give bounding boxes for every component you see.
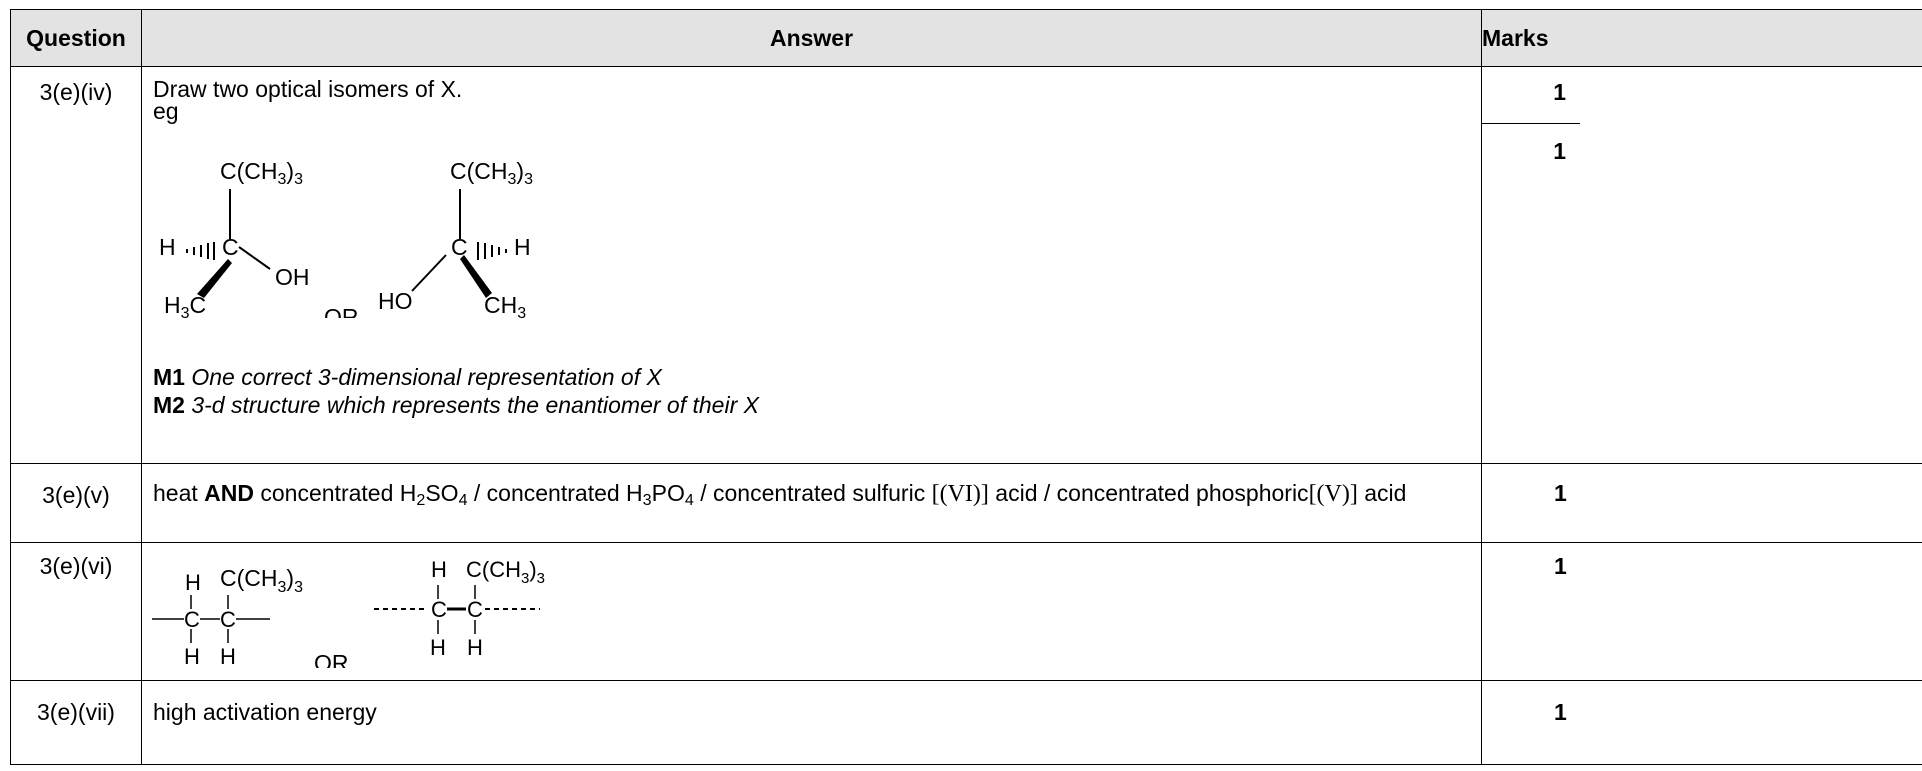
right-h-label: H [514, 234, 531, 260]
bond-line [238, 246, 271, 270]
m1-label: M1 [153, 364, 185, 390]
right-center-c: C [451, 234, 468, 260]
substituent-group: C(CH3)3 [466, 557, 545, 587]
marks-cell: 1 [1481, 463, 1922, 543]
marks-cell: 1 1 [1481, 66, 1922, 464]
subscript: 3 [642, 491, 652, 509]
polymer-repeat-unit-structures: H C(CH3)3 C C H H OR H C(CH [152, 557, 545, 668]
right-ch3-label: CH3 [484, 292, 526, 318]
answer-cell: Draw two optical isomers of X. eg C(CH3)… [141, 66, 1482, 464]
atom-h: H [467, 635, 483, 660]
or-label: OR [324, 304, 359, 318]
question-header: Question [10, 9, 142, 67]
eg-label: eg [153, 98, 179, 124]
question-cell: 3(e)(v) [10, 463, 142, 543]
subscript: 4 [458, 491, 468, 509]
isomer-left: C(CH3)3 H C OH H3C [159, 158, 310, 318]
answer-cell: H C(CH3)3 C C H H OR H C(CH [141, 542, 1482, 681]
marks-header-label: Marks [1482, 24, 1549, 51]
answer-text: concentrated H [254, 480, 417, 506]
header-row: Question Answer Marks [10, 9, 1922, 67]
atom-h: H [184, 644, 200, 668]
atom-h: H [430, 635, 446, 660]
optical-isomer-structures: C(CH3)3 H C OH H3C OR C(CH3)3 [159, 158, 533, 318]
answer-and: AND [204, 480, 254, 506]
right-ho-label: HO [378, 288, 413, 314]
answer-text: / concentrated sulfuric [693, 480, 932, 506]
answer-text: heat [153, 480, 205, 506]
atom-h: H [185, 570, 201, 595]
answer-header: Answer [141, 9, 1482, 67]
left-h-label: H [159, 234, 176, 260]
table-row: 3(e)(iv) Draw two optical isomers of X. … [10, 66, 1922, 464]
answer-prompt: Draw two optical isomers of X. [153, 76, 463, 102]
marks-cell: 1 [1481, 680, 1922, 765]
marks-box: 1 1 [1482, 67, 1580, 463]
answer-text: / concentrated H [467, 480, 643, 506]
mark-value: 1 [1553, 79, 1566, 105]
answer-text: PO [651, 480, 685, 506]
subscript: 2 [416, 491, 426, 509]
m2-line: M2 3-d structure which represents the en… [153, 391, 759, 419]
m2-label: M2 [153, 392, 185, 418]
answer-cell: high activation energy [141, 680, 1482, 765]
atom-c: C [431, 597, 447, 622]
left-center-c: C [222, 234, 239, 260]
mark-value: 1 [1554, 553, 1567, 579]
roman-numeral: [(V)] [1308, 481, 1358, 507]
substituent-group: C(CH3)3 [220, 565, 303, 596]
isomer-right: C(CH3)3 HO C H CH3 [378, 158, 533, 318]
subscript: 4 [684, 491, 694, 509]
wedge-bond [197, 259, 232, 298]
wedge-bond [460, 255, 492, 298]
mark-value: 1 [1554, 480, 1567, 506]
answer-text: acid / concentrated phosphoric [988, 480, 1309, 506]
marks-header: Marks [1481, 9, 1922, 67]
left-ch3-label: H3C [164, 292, 206, 318]
atom-h: H [431, 557, 447, 582]
mark-divider [1482, 123, 1580, 124]
question-cell: 3(e)(vii) [10, 680, 142, 765]
left-oh-label: OH [275, 264, 310, 290]
question-cell: 3(e)(iv) [10, 66, 142, 464]
right-top-group: C(CH3)3 [450, 158, 533, 188]
table-row: 3(e)(vi) H C(CH3)3 C C H H [10, 542, 1922, 681]
m2-text: 3-d structure which represents the enant… [191, 392, 759, 418]
left-top-group: C(CH3)3 [220, 158, 303, 188]
answer-cell: heat AND concentrated H2SO4 / concentrat… [141, 463, 1482, 543]
repeat-unit-left: H C(CH3)3 C C H H [152, 565, 303, 668]
repeat-unit-right: H C(CH3)3 C C H H [374, 557, 545, 660]
or-label: OR [314, 650, 349, 668]
mark-scheme-table: Question Answer Marks 3(e)(iv) Draw two … [10, 9, 1922, 765]
mark-value: 1 [1554, 699, 1567, 725]
hashed-bond [477, 242, 507, 260]
table-row: 3(e)(v) heat AND concentrated H2SO4 / co… [10, 463, 1922, 543]
table-row: 3(e)(vii) high activation energy 1 [10, 680, 1922, 765]
marks-cell: 1 [1481, 542, 1922, 681]
atom-h: H [220, 644, 236, 668]
m1-text: One correct 3-dimensional representation… [191, 364, 662, 390]
atom-c: C [220, 607, 236, 632]
answer-text: SO [425, 480, 459, 506]
question-cell: 3(e)(vi) [10, 542, 142, 681]
atom-c: C [467, 597, 483, 622]
roman-numeral: [(VI)] [931, 481, 989, 507]
atom-c: C [184, 607, 200, 632]
m1-line: M1 One correct 3-dimensional representat… [153, 363, 662, 391]
answer-text: acid [1357, 480, 1407, 506]
hashed-bond [186, 242, 215, 260]
mark-value: 1 [1553, 138, 1566, 164]
bond-line [411, 254, 447, 292]
